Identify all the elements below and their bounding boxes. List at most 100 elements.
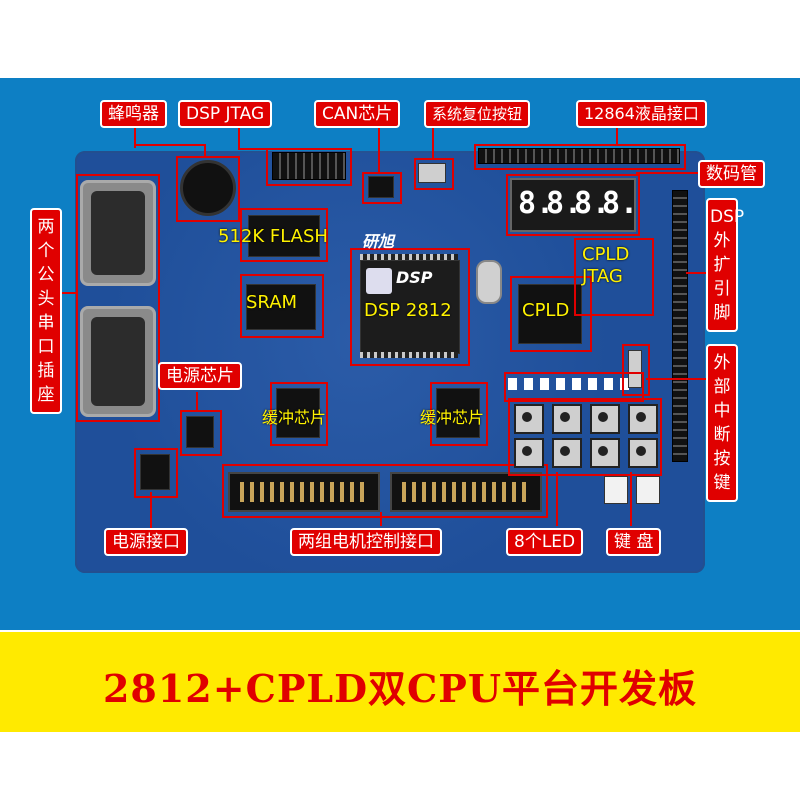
keypad-button[interactable] <box>628 404 658 434</box>
connector-line <box>60 292 78 294</box>
ti-logo-icon <box>366 268 392 294</box>
led <box>604 378 613 390</box>
connector-line <box>134 144 204 146</box>
connector-line <box>616 124 618 146</box>
flash-label: 512K FLASH <box>218 226 328 247</box>
motor-connector-2 <box>390 472 542 512</box>
buffer-left-outline <box>270 382 328 446</box>
dsp-pins-top <box>360 254 458 260</box>
keyboard-callout: 键 盘 <box>606 528 662 556</box>
leds-outline <box>504 372 644 402</box>
seven-segment-digit: 8. <box>518 186 555 221</box>
serial-port-bottom <box>80 306 156 417</box>
lcd-header <box>478 148 680 164</box>
dsp-expansion-callout: DSP外扩引脚 <box>706 198 744 332</box>
power-chip-callout: 电源芯片 <box>158 362 242 390</box>
lcd-outline <box>474 144 686 170</box>
power-jack <box>140 454 170 490</box>
connector-line <box>636 172 700 174</box>
led <box>508 378 517 390</box>
serial-port-top <box>80 180 156 286</box>
leds-callout: 8个LED <box>506 528 584 556</box>
connector-line <box>686 272 708 274</box>
connector-line <box>150 492 152 532</box>
keypad-button[interactable] <box>552 404 582 434</box>
keypad-button[interactable] <box>590 404 620 434</box>
banner-title: 2812+CPLD双CPU平台开发板 <box>102 666 698 711</box>
keypad-button[interactable] <box>514 404 544 434</box>
motor-ports-callout: 两组电机控制接口 <box>290 528 442 556</box>
buffer-chip-right <box>436 388 480 438</box>
dsp-outline <box>350 248 470 366</box>
seven-segment-outline <box>506 174 640 236</box>
led <box>556 378 565 390</box>
product-photo-area: 8. 8. 8. 8. DSP 研旭 <box>0 78 800 630</box>
connector-line <box>378 124 380 174</box>
led <box>572 378 581 390</box>
buzzer-outline <box>176 156 240 222</box>
connector-line <box>204 144 206 158</box>
buffer-right-label: 缓冲芯片 <box>420 408 485 427</box>
seven-segment-digit: 8. <box>574 186 611 221</box>
led <box>540 378 549 390</box>
seven-segment-digit: 8. <box>546 186 583 221</box>
reset-button-callout: 系统复位按钮 <box>424 100 531 128</box>
can-chip <box>368 176 394 198</box>
keypad-button[interactable] <box>552 438 582 468</box>
cpld-jtag-label: CPLD JTAG <box>582 244 630 287</box>
motor-connectors-outline <box>222 464 548 518</box>
external-interrupt-callout: 外部中断按键 <box>706 344 738 502</box>
connector-line <box>432 124 434 160</box>
connector-line <box>238 148 268 150</box>
power-chip-part <box>186 416 214 448</box>
connector-line <box>238 124 240 150</box>
dsp-jtag-outline <box>266 148 352 186</box>
flash-outline <box>240 208 328 262</box>
buffer-chip-left <box>276 388 320 438</box>
buzzer-component <box>180 160 236 216</box>
dsp-jtag-header <box>272 152 346 180</box>
sram-outline <box>240 274 324 338</box>
power-port-callout: 电源接口 <box>104 528 188 556</box>
chip-print-text: DSP <box>396 268 433 287</box>
keyboard-connector <box>636 476 660 504</box>
interrupt-outline <box>622 344 650 396</box>
connector-line <box>630 472 632 526</box>
keypad-outline <box>508 398 662 476</box>
title-banner: 2812+CPLD双CPU平台开发板 <box>0 632 800 732</box>
can-chip-callout: CAN芯片 <box>314 100 401 128</box>
serial-ports-outline <box>76 174 160 422</box>
cpld-label: CPLD <box>522 300 570 321</box>
sram-label: SRAM <box>246 292 298 313</box>
led <box>588 378 597 390</box>
connector-line <box>196 392 198 412</box>
dsp-expansion-header <box>672 190 688 462</box>
connector-line <box>556 472 558 526</box>
reset-outline <box>414 158 454 190</box>
keypad-button[interactable] <box>628 438 658 468</box>
connector-line <box>646 378 706 380</box>
buffer-left-label: 缓冲芯片 <box>262 408 327 427</box>
seven-segment-display: 8. 8. 8. 8. <box>510 178 638 232</box>
flash-chip <box>248 215 320 257</box>
crystal-oscillator <box>476 260 502 304</box>
keyboard-connector <box>604 476 628 504</box>
cpld-jtag-outline <box>574 238 654 316</box>
seven-segment-callout: 数码管 <box>698 160 765 188</box>
can-outline <box>362 172 402 204</box>
led <box>620 378 629 390</box>
connector-line <box>134 124 136 148</box>
buffer-right-outline <box>430 382 488 446</box>
buzzer-callout: 蜂鸣器 <box>100 100 167 128</box>
dsp-label: DSP 2812 <box>364 300 452 321</box>
keypad-button[interactable] <box>514 438 544 468</box>
brand-print: 研旭 <box>362 232 395 251</box>
dsp-pins-bottom <box>360 352 458 358</box>
serial-ports-callout: 两个公头串口插座 <box>30 208 62 414</box>
led <box>524 378 533 390</box>
power-port-outline <box>134 448 178 498</box>
power-chip-outline <box>180 410 222 456</box>
connector-line <box>380 512 382 526</box>
motor-connector-1 <box>228 472 380 512</box>
keypad-button[interactable] <box>590 438 620 468</box>
